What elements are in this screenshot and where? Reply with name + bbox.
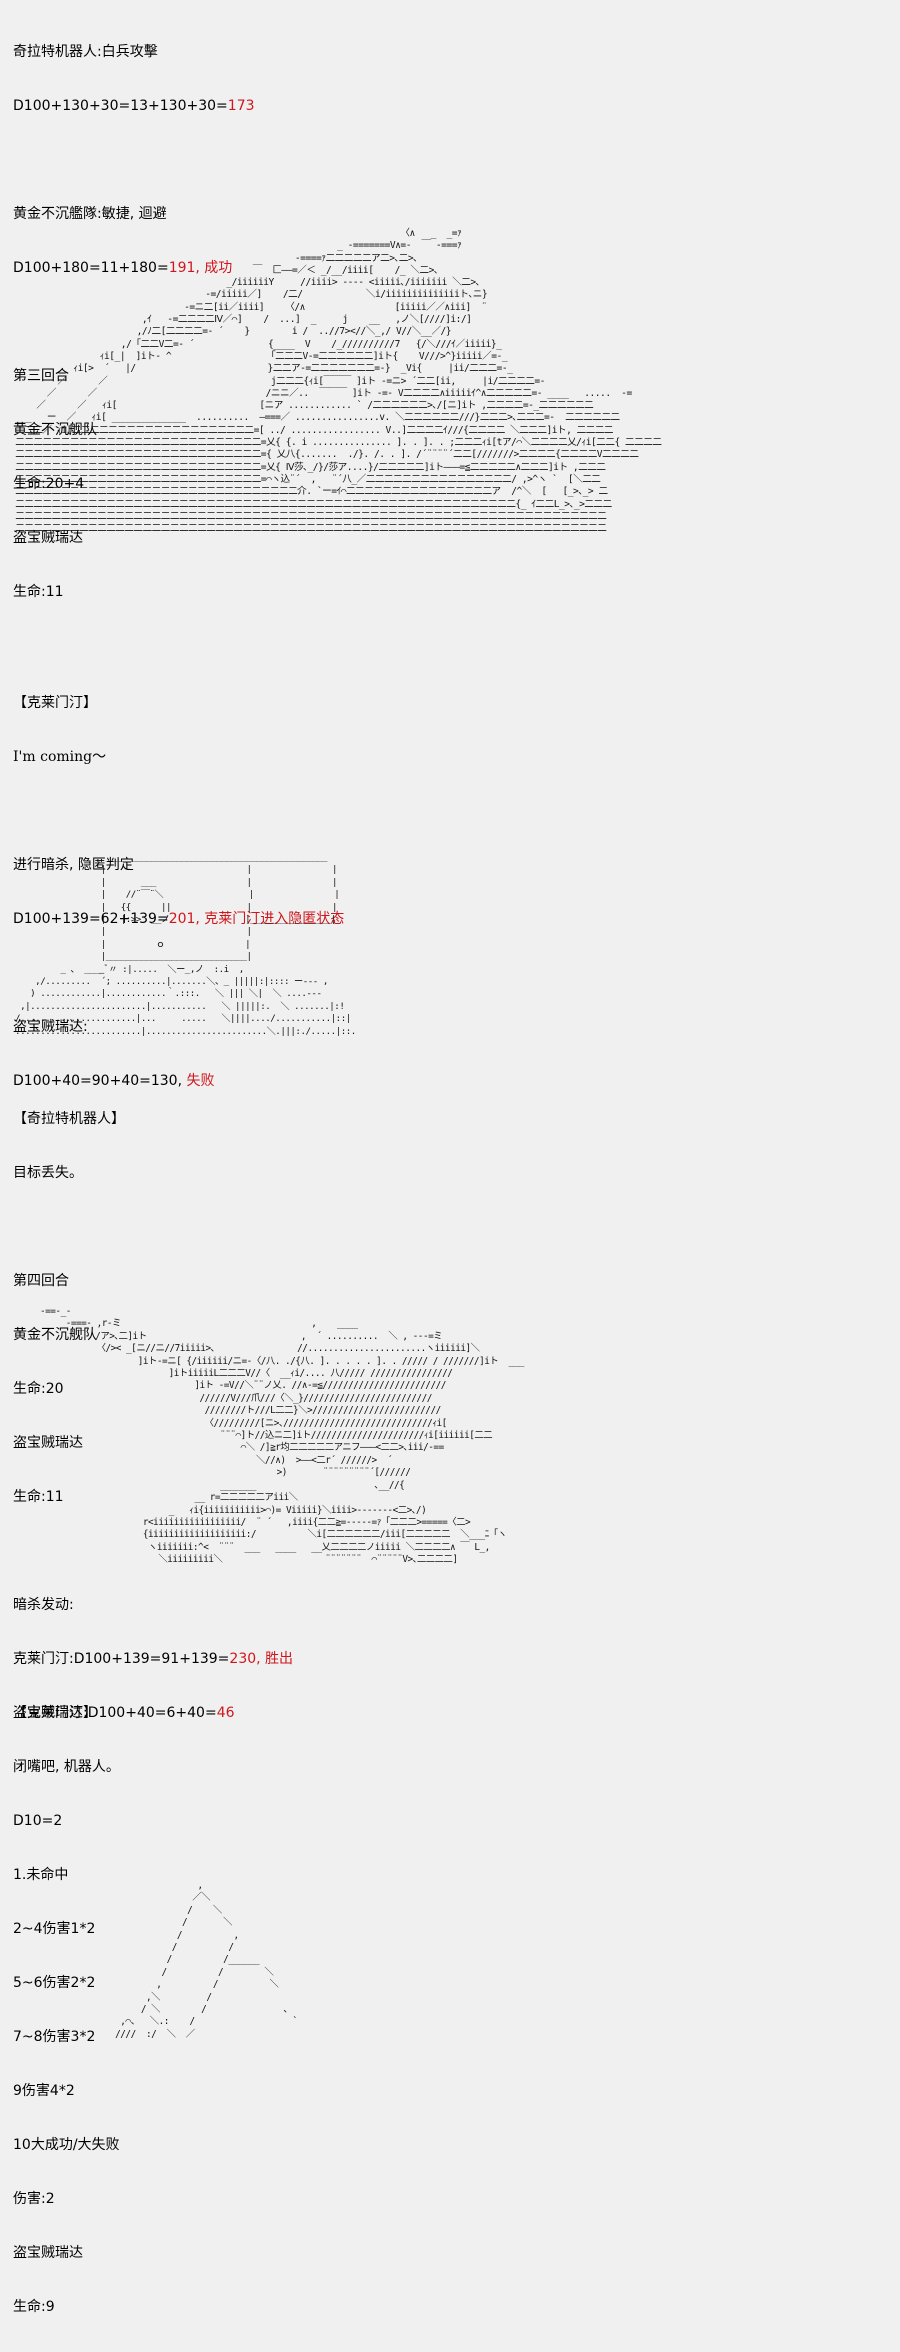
attack-roll-section: 奇拉特机器人:白兵攻擊 D100+130+30=13+130+30=173 黄金… <box>13 7 255 637</box>
damage-table-row: 5~6伤害2*2 <box>13 1975 96 1991</box>
roll-formula: D100+180=11+180= <box>13 260 169 276</box>
forum-post-page: 奇拉特机器人:白兵攻擊 D100+130+30=13+130+30=173 黄金… <box>13 7 662 2315</box>
thief-label: 盗宝贼瑞达: <box>13 1019 88 1035</box>
team2-hp: 生命:11 <box>13 1489 64 1505</box>
robot-attack-label: 奇拉特机器人:白兵攻擊 <box>13 44 158 60</box>
thief-roll: D100+40=90+40=130, 失败 <box>13 1072 344 1090</box>
team2-name: 盗宝贼瑞达 <box>13 530 83 546</box>
warship-ascii-art: 〈∧ _ _=ｧ _ -=======V∧=- ￣ -===ｧ -====ｧ二二… <box>15 228 662 535</box>
assassinate-label: 进行暗杀, 隐匿判定 <box>13 857 134 873</box>
team1-hp: 生命:20+4 <box>13 476 85 492</box>
robot-screen-ascii-art: ________________________________________… <box>15 852 356 1037</box>
robot-attack-roll: D100+130+30=13+130+30=173 <box>13 97 255 115</box>
team2-name: 盗宝贼瑞达 <box>13 1435 83 1451</box>
damage-section: 【克莱门汀】 闭嘴吧, 机器人。 D10=2 1.未命中 2~4伤害1*2 5~… <box>13 1668 120 2352</box>
assassinate-roll: D100+139=62+139=201, 克莱门汀进入隐匿状态 <box>13 910 344 928</box>
damage-roll: D10=2 <box>13 1813 63 1829</box>
dialogue-line: I'm coming〜 <box>13 749 107 765</box>
assassinate-trigger: 暗杀发动: <box>13 1597 74 1613</box>
roll-result: 191, 成功 <box>168 260 233 276</box>
roll-formula: D100+40=90+40=130, <box>13 1073 187 1089</box>
blade-ascii-art: , ／＼ / ＼ / ＼ / , / / / /______ / / ＼ , <box>115 1880 298 2040</box>
assassination-section: 【克莱门汀】 I'm coming〜 进行暗杀, 隐匿判定 D100+139=6… <box>13 658 344 1126</box>
damage-table-row: 10大成功/大失败 <box>13 2137 120 2153</box>
dialogue-line: 目标丢失。 <box>13 1165 83 1181</box>
fleet-dodge-label: 黄金不沉艦隊:敏捷, 迴避 <box>13 206 167 222</box>
team1-name: 黄金不沉舰队 <box>13 1327 97 1343</box>
round-title: 第四回合 <box>13 1273 69 1289</box>
dialogue-line: 闭嘴吧, 机器人。 <box>13 1759 120 1775</box>
roll-formula: 克莱门汀:D100+139=91+139= <box>13 1651 230 1667</box>
damage-value: 伤害:2 <box>13 2191 55 2207</box>
damage-table-row: 2~4伤害1*2 <box>13 1921 96 1937</box>
round4-section: 【奇拉特机器人】 目标丢失。 第四回合 黄金不沉舰队 生命:20 盗宝贼瑞达 生… <box>13 1074 293 1758</box>
speaker-label: 【克莱门汀】 <box>13 1705 97 1721</box>
roll-formula: 盗宝贼瑞达:D100+40=6+40= <box>13 1705 217 1721</box>
roll-formula: D100+130+30=13+130+30= <box>13 98 228 114</box>
target-name: 盗宝贼瑞达 <box>13 2245 83 2261</box>
roll-result: 46 <box>216 1705 235 1721</box>
fleet-dodge-roll: D100+180=11+180=191, 成功 <box>13 259 255 277</box>
battle-ascii-art: -==-_- -===- ,r-ミ , ____ ￣ /ア>､二]iト , ´ … <box>40 1306 524 1566</box>
damage-table-row: 7~8伤害3*2 <box>13 2029 96 2045</box>
team2-hp: 生命:11 <box>13 584 64 600</box>
roll-formula: D100+139=62+139= <box>13 911 169 927</box>
clem-roll: 克莱门汀:D100+139=91+139=230, 胜出 <box>13 1650 293 1668</box>
damage-table-row: 1.未命中 <box>13 1867 69 1883</box>
roll-result: 173 <box>227 98 255 114</box>
team1-hp: 生命:20 <box>13 1381 64 1397</box>
damage-table-row: 9伤害4*2 <box>13 2083 75 2099</box>
roll-result: 201, 克莱门汀进入隐匿状态 <box>168 911 345 927</box>
team1-name: 黄金不沉舰队 <box>13 422 97 438</box>
roll-result: 230, 胜出 <box>229 1651 294 1667</box>
round-title: 第三回合 <box>13 368 69 384</box>
target-hp: 生命:9 <box>13 2299 55 2315</box>
speaker-label: 【奇拉特机器人】 <box>13 1111 125 1127</box>
thief-roll: 盗宝贼瑞达:D100+40=6+40=46 <box>13 1704 293 1722</box>
roll-result: 失败 <box>186 1073 215 1089</box>
speaker-label: 【克莱门汀】 <box>13 695 97 711</box>
